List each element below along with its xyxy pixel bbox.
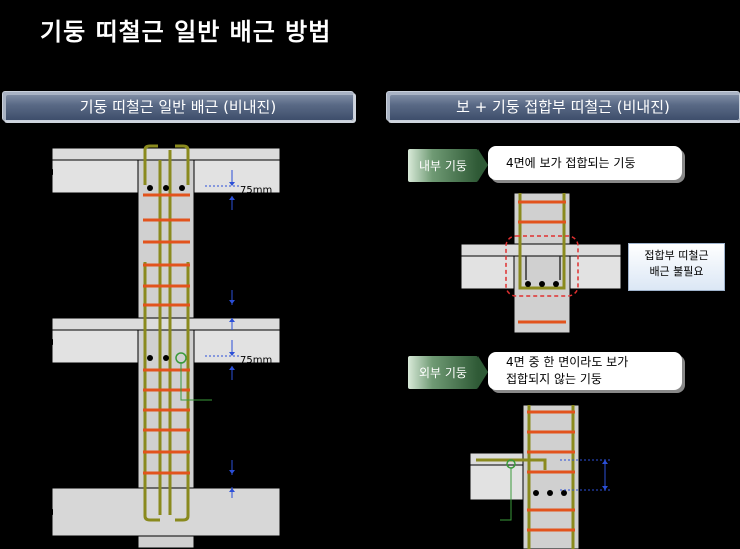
dim-top-label: 75mm <box>240 185 272 196</box>
dimension-arrows <box>229 182 235 492</box>
right-panel-header: 보 + 기둥 접합부 띠철근 (비내진) <box>386 91 740 121</box>
beam-bars <box>147 185 185 361</box>
interior-column-tag-label: 내부 기둥 <box>419 159 467 173</box>
break-marks <box>48 169 53 515</box>
dim-mid-label: 75mm <box>240 355 272 366</box>
page-title: 기둥 띠철근 일반 배근 방법 <box>40 18 332 46</box>
interior-callout-text: 4면에 보가 접합되는 기둥 <box>506 155 636 170</box>
right-panel-header-label: 보 + 기둥 접합부 띠철근 (비내진) <box>456 97 670 116</box>
exterior-column-callout: 4면 중 한 면이라도 보가 접합되지 않는 기둥 <box>488 352 682 390</box>
exterior-column-tag: 외부 기둥 <box>408 356 478 389</box>
interior-tag-arrow <box>478 149 488 181</box>
left-panel-header: 기둥 띠철근 일반 배근 (비내진) <box>2 91 354 121</box>
exterior-joint-diagram <box>469 404 612 549</box>
exterior-column-tag-label: 외부 기둥 <box>419 366 467 380</box>
top-slab-upper <box>51 147 281 161</box>
exterior-callout-line1: 4면 중 한 면이라도 보가 <box>506 355 629 369</box>
top-beam-left <box>51 159 139 194</box>
tie-bars <box>143 193 190 475</box>
general-tie-diagram: 75mm 75mm <box>48 144 281 549</box>
mid-beam-left <box>51 329 139 364</box>
leader-line <box>180 362 212 401</box>
exterior-callout-line2: 접합되지 않는 기둥 <box>506 372 602 386</box>
column-concrete <box>137 147 195 549</box>
footing <box>51 487 281 537</box>
exterior-tag-arrow <box>478 356 488 388</box>
interior-column-callout: 4면에 보가 접합되는 기둥 <box>488 146 682 180</box>
mid-beam-right <box>193 329 281 364</box>
left-panel-header-label: 기둥 띠철근 일반 배근 (비내진) <box>79 97 277 116</box>
interior-joint-diagram <box>460 192 622 334</box>
mid-slab-upper <box>51 317 281 331</box>
joint-note-line2: 배근 불필요 <box>649 265 704 278</box>
joint-note: 접합부 띠철근 배근 불필요 <box>628 243 725 291</box>
top-beam-right <box>193 159 281 194</box>
joint-note-line1: 접합부 띠철근 <box>644 249 709 262</box>
interior-column-tag: 내부 기둥 <box>408 149 478 182</box>
joint-dashed-box <box>505 235 579 297</box>
